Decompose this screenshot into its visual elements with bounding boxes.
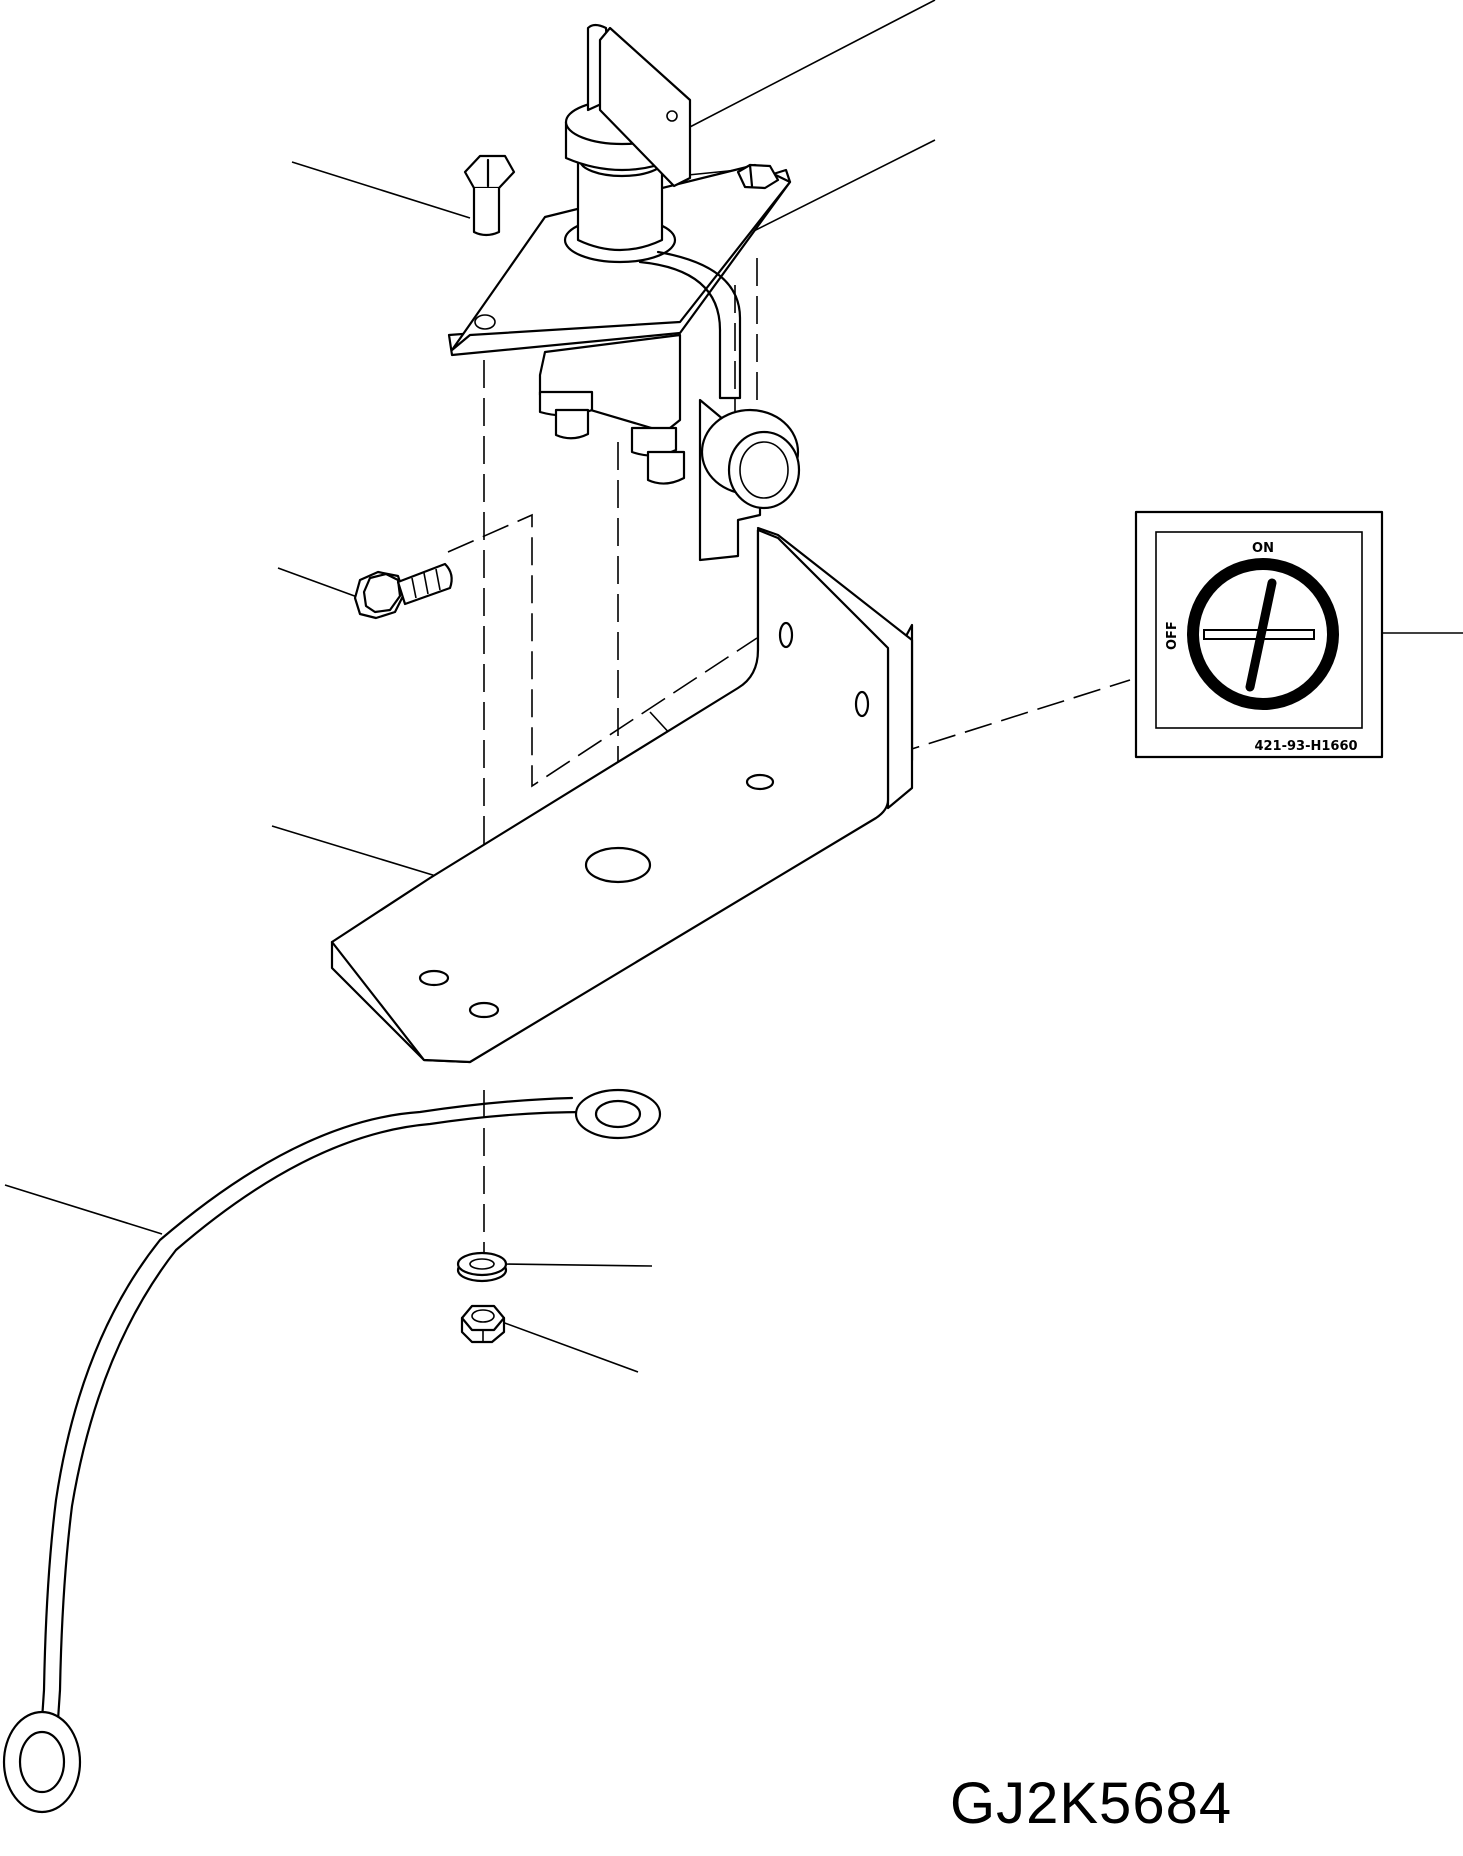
ground-cable [2, 1088, 662, 1814]
on-off-decal: ON OFF 421-93-H1660 [1134, 510, 1384, 759]
mounting-bracket [330, 526, 914, 1064]
hex-bolt-top [463, 154, 516, 237]
leader-bracket [271, 825, 437, 877]
leader-nut [501, 1321, 639, 1373]
leader-key [687, 0, 936, 129]
leader-bolt-top [291, 161, 471, 219]
switch-body [538, 333, 686, 485]
leader-lines [4, 0, 1463, 1373]
flange-bolt [353, 562, 453, 620]
decal-pointer [1245, 578, 1277, 692]
key [586, 23, 692, 188]
leader-cable [4, 1184, 163, 1235]
cable-clamp [638, 250, 801, 562]
decal-on-label: ON [1252, 541, 1274, 556]
washer [456, 1251, 508, 1283]
nut [460, 1304, 506, 1344]
decal-part-number: 421-93-H1660 [1254, 739, 1357, 754]
leader-switch-body [721, 139, 936, 248]
leader-washer [499, 1263, 653, 1267]
leader-flange-bolt [277, 567, 361, 599]
decal-off-label: OFF [1165, 621, 1180, 650]
figure-code: GJ2K5684 [950, 1771, 1233, 1836]
